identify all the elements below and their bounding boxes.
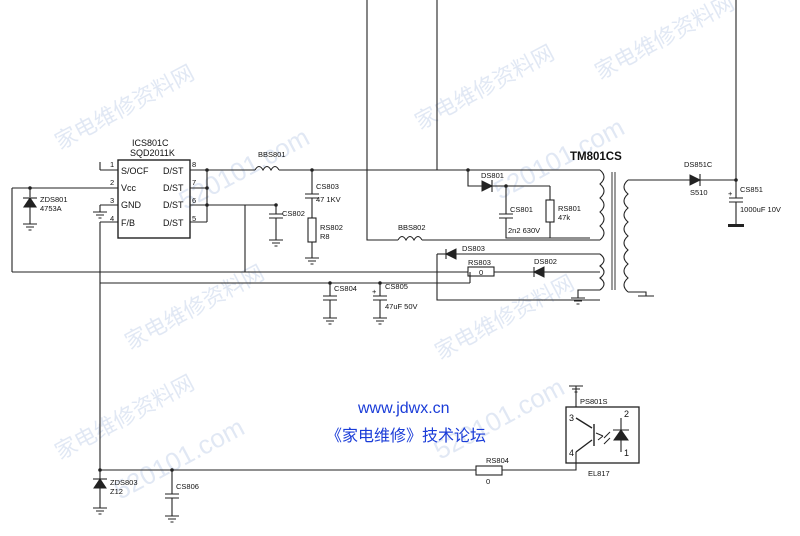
site-url: www.jdwx.cn bbox=[357, 400, 450, 417]
capacitor-cs802: CS802 bbox=[207, 203, 305, 272]
rs802-ref: RS802 bbox=[320, 223, 343, 232]
ic-pin-num-3: 3 bbox=[110, 196, 114, 205]
rs804-ref: RS804 bbox=[486, 456, 509, 465]
ds851c-ref: DS851C bbox=[684, 160, 713, 169]
ic-pin-num-1: 1 bbox=[110, 160, 114, 169]
ic-part-label: SQD2011K bbox=[130, 148, 175, 158]
diode-ds803: DS803 bbox=[436, 244, 600, 301]
zds803-ref: ZDS803 bbox=[110, 478, 138, 487]
cs805-value: 47uF 50V bbox=[385, 302, 418, 311]
cs802-ref: CS802 bbox=[282, 209, 305, 218]
rs803-value: 0 bbox=[479, 268, 483, 277]
transformer-tm801cs: TM801CS bbox=[570, 151, 682, 305]
cs803-ref: CS803 bbox=[316, 182, 339, 191]
diode-ds851c: DS851C S510 bbox=[682, 160, 736, 197]
ic-pin-num-5: 5 bbox=[192, 214, 196, 223]
ic-pin-num-7: 7 bbox=[192, 178, 196, 187]
inductor-bbs801: BBS801 bbox=[207, 150, 600, 172]
cs806-ref: CS806 bbox=[176, 482, 199, 491]
watermark-text-5: 家电维修资料网 bbox=[431, 271, 579, 365]
cs851-value: 1000uF 10V bbox=[740, 205, 781, 214]
ic-pin-label-5: D/ST bbox=[163, 218, 184, 228]
diode-ds801: DS801 bbox=[466, 168, 550, 192]
ds851c-value: S510 bbox=[690, 188, 708, 197]
ic-pin-label-1: S/OCF bbox=[121, 166, 149, 176]
cs805-plus: + bbox=[372, 287, 377, 296]
ps801s-pin-4: 4 bbox=[569, 448, 574, 458]
ps801s-ref: PS801S bbox=[580, 397, 608, 406]
optocoupler-ps801s: PS801S EL817 3 2 4 1 bbox=[565, 385, 640, 478]
rs801-value: 47k bbox=[558, 213, 570, 222]
resistor-rs801: RS801 47k bbox=[545, 186, 590, 239]
ps801s-value: EL817 bbox=[588, 469, 610, 478]
ic-pin-label-4: F/B bbox=[121, 218, 135, 228]
transformer-name: TM801CS bbox=[570, 151, 622, 163]
zds801-ref: ZDS801 bbox=[40, 195, 68, 204]
capacitor-cs803: CS803 47 1KV bbox=[305, 168, 341, 218]
cs851-plus: + bbox=[728, 189, 733, 198]
capacitor-cs805: + CS805 47uF 50V bbox=[372, 281, 418, 325]
rs804-value: 0 bbox=[486, 477, 490, 486]
watermark-number-4: 520101.com bbox=[429, 372, 569, 466]
ic-pin-num-6: 6 bbox=[192, 196, 196, 205]
cs805-ref: CS805 bbox=[385, 282, 408, 291]
resistor-rs802: RS802 R8 bbox=[305, 217, 343, 265]
ic-pin-num-2: 2 bbox=[110, 178, 114, 187]
resistor-rs804: RS804 0 bbox=[475, 452, 577, 486]
inductor-bbs802: BBS802 bbox=[397, 223, 600, 242]
ic-name-label: ICS801C bbox=[132, 138, 169, 148]
cs803-value: 47 1KV bbox=[316, 195, 341, 204]
zds801-value: 4753A bbox=[40, 204, 62, 213]
bbs801-ref: BBS801 bbox=[258, 150, 286, 159]
capacitor-cs801: CS801 2n2 630V bbox=[499, 184, 550, 239]
ic-pin-label-3: GND bbox=[121, 200, 142, 210]
ds802-ref: DS802 bbox=[534, 257, 557, 266]
watermark-text-3: 家电维修资料网 bbox=[591, 0, 739, 85]
ic-pin-label-2: Vcc bbox=[121, 183, 137, 193]
watermark-text-4: 家电维修资料网 bbox=[121, 261, 269, 355]
bbs802-ref: BBS802 bbox=[398, 223, 426, 232]
capacitor-cs806: CS806 bbox=[165, 468, 199, 523]
ps801s-pin-2: 2 bbox=[624, 409, 629, 419]
resistor-rs803: RS803 0 bbox=[467, 258, 534, 277]
cs804-ref: CS804 bbox=[334, 284, 357, 293]
ic-pin-label-8: D/ST bbox=[163, 166, 184, 176]
ds801-ref: DS801 bbox=[481, 171, 504, 180]
zener-zds803: ZDS803 Z12 bbox=[93, 468, 138, 515]
ps801s-pin-1: 1 bbox=[624, 448, 629, 458]
watermark-text-1: 家电维修资料网 bbox=[51, 61, 199, 155]
rs801-ref: RS801 bbox=[558, 204, 581, 213]
ps801s-pin-3: 3 bbox=[569, 413, 574, 423]
ic-pin-label-7: D/ST bbox=[163, 183, 184, 193]
ic-body bbox=[117, 159, 191, 239]
ic-pin-label-6: D/ST bbox=[163, 200, 184, 210]
ds803-ref: DS803 bbox=[462, 244, 485, 253]
ic-pin-num-8: 8 bbox=[192, 160, 196, 169]
diode-ds802: DS802 bbox=[532, 257, 600, 278]
rs802-value: R8 bbox=[320, 232, 330, 241]
capacitor-cs851: + CS851 1000uF 10V bbox=[728, 178, 781, 227]
site-forum-name: 《家电维修》技术论坛 bbox=[326, 426, 486, 445]
watermark-text-2: 家电维修资料网 bbox=[411, 41, 559, 135]
zener-zds801: ZDS801 4753A bbox=[11, 186, 100, 272]
cs851-ref: CS851 bbox=[740, 185, 763, 194]
rs803-ref: RS803 bbox=[468, 258, 491, 267]
ic-pin-num-4: 4 bbox=[110, 214, 114, 223]
cs801-ref: CS801 bbox=[510, 205, 533, 214]
capacitor-cs804: CS804 bbox=[323, 281, 357, 325]
zds803-value: Z12 bbox=[110, 487, 123, 496]
cs801-value: 2n2 630V bbox=[508, 226, 540, 235]
ic-ics801c: ICS801C SQD2011K S/OCF Vcc GND F/B D/ST … bbox=[100, 138, 209, 239]
